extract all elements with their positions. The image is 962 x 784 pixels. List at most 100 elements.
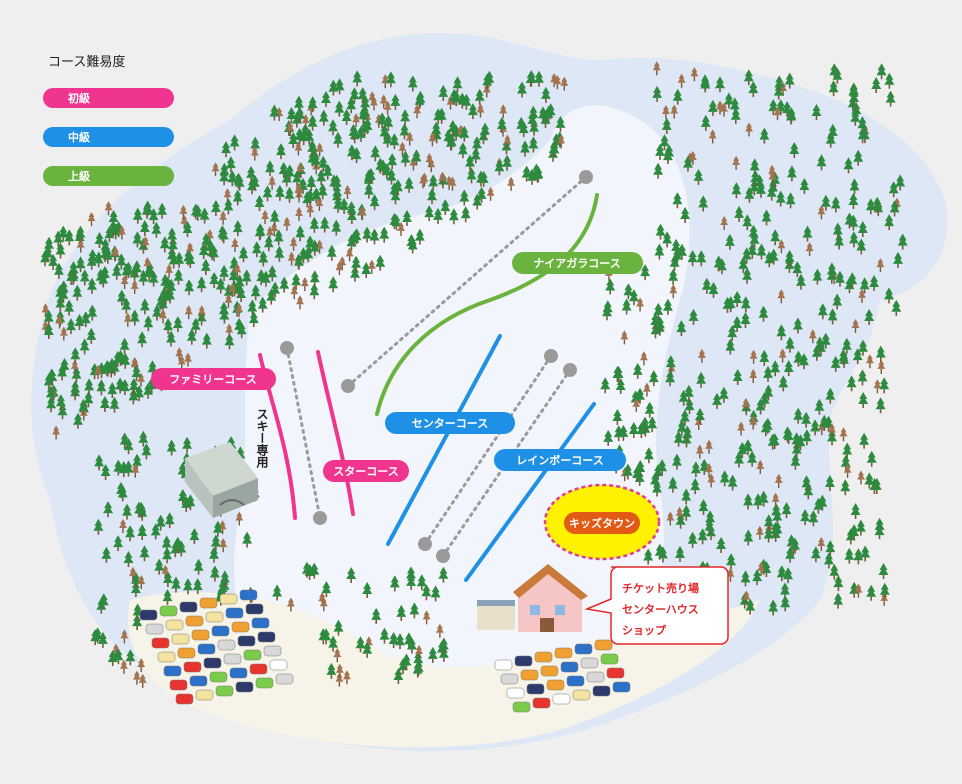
lift-station <box>436 549 450 563</box>
tree-icon <box>874 523 885 540</box>
legend-label: 中級 <box>68 130 90 144</box>
lift-station <box>418 537 432 551</box>
car-icon <box>239 589 258 601</box>
car-icon <box>494 659 513 671</box>
tree-icon <box>859 432 870 449</box>
car-icon <box>600 653 619 665</box>
lift-station <box>579 170 593 184</box>
tree-icon <box>875 397 886 414</box>
kids-town-label: キッズタウン <box>569 516 635 530</box>
course-name: センターコース <box>412 417 488 430</box>
legend-label: 初級 <box>68 91 90 105</box>
car-icon <box>255 677 274 689</box>
car-icon <box>534 651 553 663</box>
car-icon <box>514 655 533 667</box>
course-name: ファミリーコース <box>169 373 256 386</box>
tree-icon <box>873 379 882 394</box>
car-icon <box>219 593 238 605</box>
car-icon <box>215 685 234 697</box>
car-icon <box>594 639 613 651</box>
car-icon <box>500 673 519 685</box>
car-icon <box>586 671 605 683</box>
parking-lot-left <box>139 589 294 705</box>
legend-title: コース難易度 <box>48 54 125 70</box>
car-icon <box>211 625 230 637</box>
car-icon <box>225 607 244 619</box>
car-icon <box>580 657 599 669</box>
car-icon <box>169 679 188 691</box>
car-icon <box>592 685 611 697</box>
tree-icon <box>865 354 874 369</box>
car-icon <box>263 645 282 657</box>
course-name: スターコース <box>333 465 398 478</box>
course-label-center[interactable]: センターコース <box>385 412 515 434</box>
car-icon <box>251 617 270 629</box>
course-label-niagara[interactable]: ナイアガラコース <box>512 252 643 274</box>
star-course-line[interactable] <box>316 350 355 516</box>
legend-item-beginner: 初級 <box>43 88 174 108</box>
car-icon <box>185 615 204 627</box>
callout-shop: ショップ <box>622 623 667 637</box>
car-icon <box>526 683 545 695</box>
callout-center-house: センターハウス <box>622 603 699 616</box>
car-icon <box>203 657 222 669</box>
car-icon <box>139 609 158 621</box>
course-label-rainbow[interactable]: レインボーコース <box>494 449 626 471</box>
car-icon <box>163 665 182 677</box>
tree-icon <box>885 90 896 107</box>
course-label-star[interactable]: スターコース <box>323 460 409 482</box>
car-icon <box>512 701 531 713</box>
car-icon <box>540 665 559 677</box>
tree-icon <box>891 299 902 316</box>
kids-town-area[interactable]: キッズタウン <box>543 483 661 561</box>
tree-icon <box>879 582 890 599</box>
car-icon <box>175 693 194 705</box>
car-icon <box>572 689 591 701</box>
car-icon <box>145 623 164 635</box>
tree-icon <box>871 77 882 93</box>
legend-item-intermediate: 中級 <box>43 127 174 147</box>
car-icon <box>209 671 228 683</box>
lift-station <box>544 349 558 363</box>
center-house[interactable] <box>477 564 588 632</box>
center-course-line[interactable] <box>386 334 502 546</box>
car-icon <box>606 667 625 679</box>
car-icon <box>183 661 202 673</box>
car-icon <box>191 629 210 641</box>
car-icon <box>157 651 176 663</box>
tree-icon <box>840 479 851 496</box>
lift-stations <box>280 170 593 563</box>
car-icon <box>223 653 242 665</box>
car-icon <box>249 663 268 675</box>
legend-item-advanced: 上級 <box>43 166 174 186</box>
car-icon <box>205 611 224 623</box>
callout-ticket: チケット売り場 <box>622 581 699 595</box>
car-icon <box>165 619 184 631</box>
tree-icon <box>839 427 848 442</box>
car-icon <box>195 689 214 701</box>
legend: コース難易度 初級 中級 上級 <box>43 54 174 186</box>
car-icon <box>229 667 248 679</box>
niagara-course-line[interactable] <box>375 193 599 416</box>
car-icon <box>171 633 190 645</box>
course-name: ナイアガラコース <box>533 256 620 270</box>
tree-icon <box>857 369 868 386</box>
tree-icon <box>844 547 855 564</box>
car-icon <box>217 639 236 651</box>
tree-icon <box>878 563 889 579</box>
car-icon <box>520 669 539 681</box>
tree-icon <box>842 442 853 459</box>
car-icon <box>546 679 565 691</box>
rainbow-course-line[interactable] <box>464 402 596 582</box>
tree-icon <box>833 592 844 609</box>
course-label-family[interactable]: ファミリーコース <box>151 368 276 390</box>
lodge-building <box>185 442 258 518</box>
tree-icon <box>866 584 877 601</box>
tree-icon <box>875 345 886 362</box>
lift-station <box>341 379 355 393</box>
facility-callout[interactable]: チケット売り場 センターハウス ショップ <box>584 566 729 645</box>
car-icon <box>574 643 593 655</box>
tree-icon <box>55 242 66 259</box>
car-icon <box>197 643 216 655</box>
